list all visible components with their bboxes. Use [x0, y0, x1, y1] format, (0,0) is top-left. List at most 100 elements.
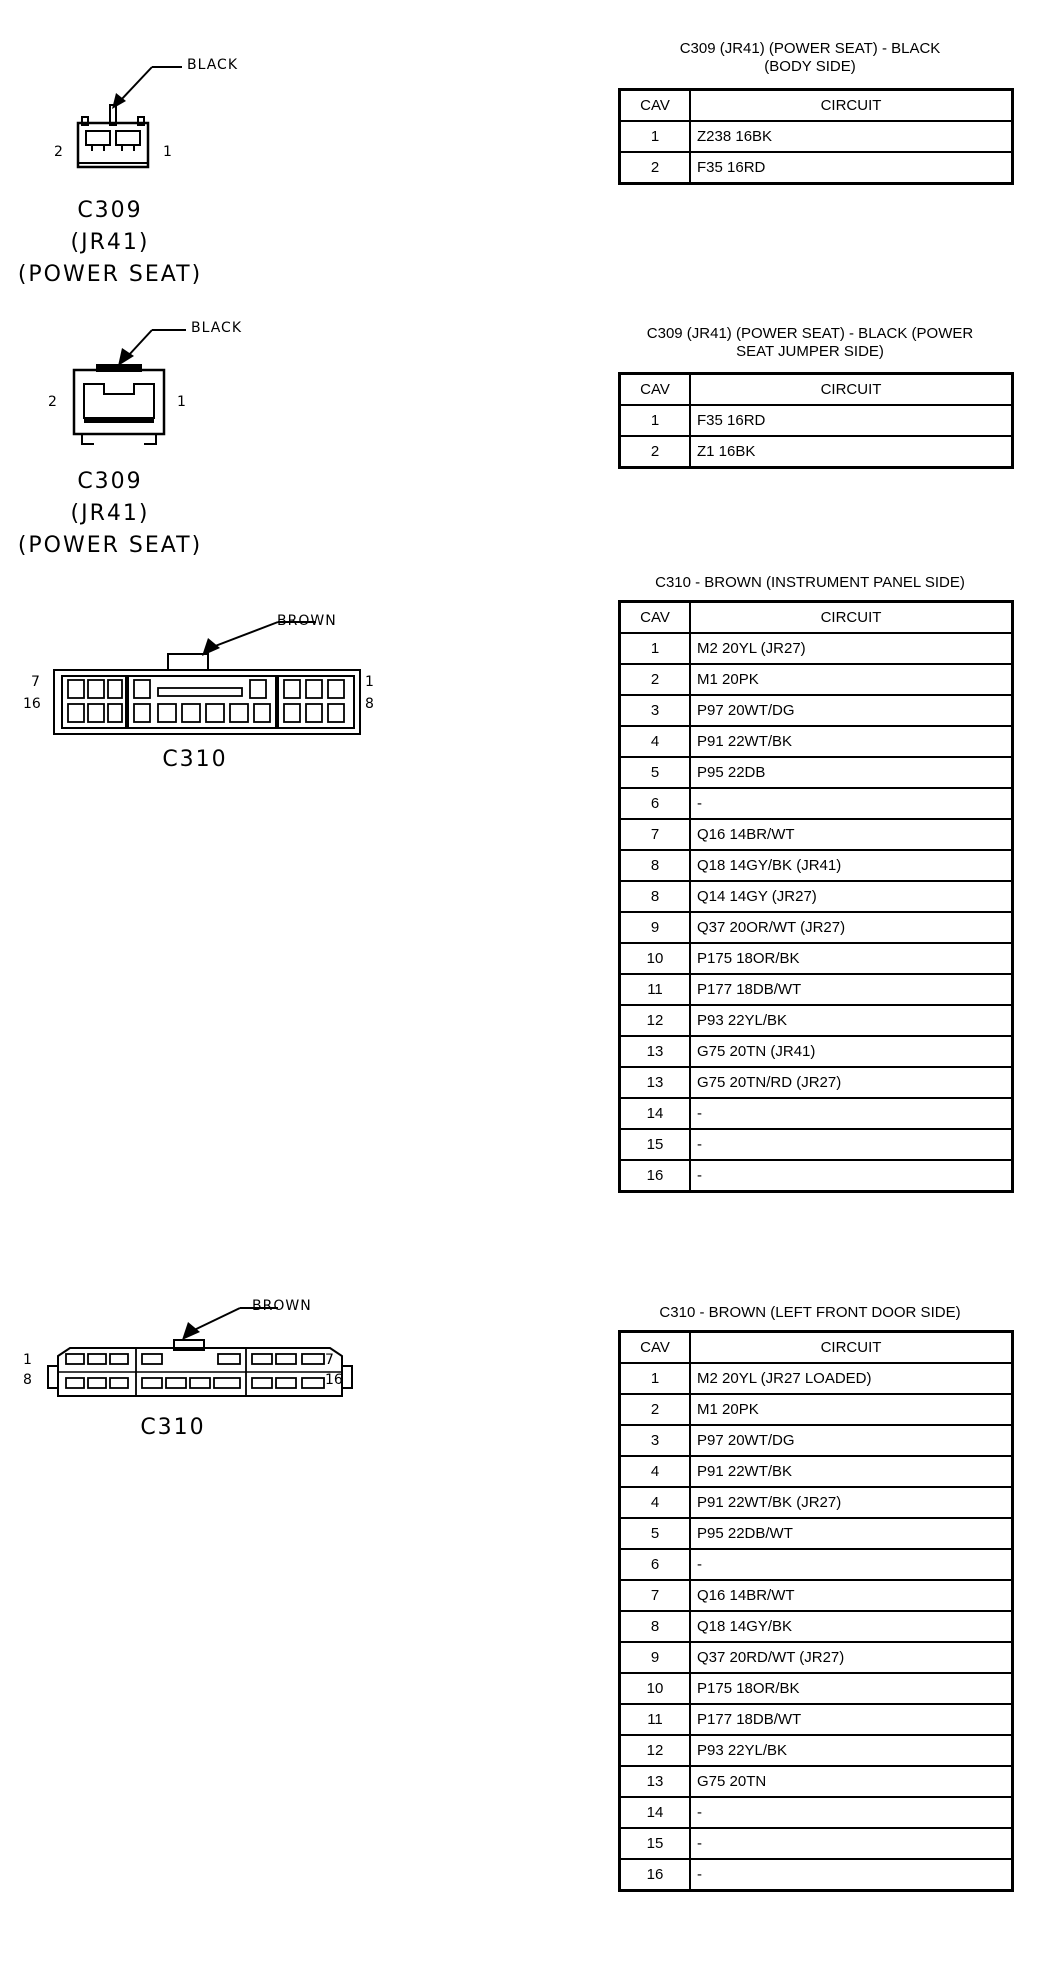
circuit-cell: -	[689, 1796, 1014, 1829]
c309-jumper-pin-1-label: 1	[177, 394, 186, 410]
cav-cell: 13	[618, 1066, 691, 1099]
c310-ip-color-label: BROWN	[277, 613, 337, 629]
circuit-cell: Q18 14GY/BK	[689, 1610, 1014, 1643]
cav-cell: 2	[618, 435, 691, 469]
circuit-cell: Z238 16BK	[689, 120, 1014, 153]
cav-header: CAV	[618, 1330, 691, 1364]
cav-cell: 14	[618, 1796, 691, 1829]
circuit-cell: Q16 14BR/WT	[689, 818, 1014, 851]
title-line: C310 - BROWN (LEFT FRONT DOOR SIDE)	[659, 1304, 961, 1321]
circuit-cell: P177 18DB/WT	[689, 1703, 1014, 1736]
circuit-cell: P93 22YL/BK	[689, 1734, 1014, 1767]
c310-door-pin-8-label: 8	[23, 1372, 32, 1388]
cav-cell: 10	[618, 1672, 691, 1705]
table-row: 14-	[618, 1097, 1014, 1130]
c310-ip-table-title: C310 - BROWN (INSTRUMENT PANEL SIDE)	[600, 574, 1020, 592]
cav-cell: 8	[618, 1610, 691, 1643]
c310-door-connector-name: C310	[108, 1412, 238, 1444]
circuit-cell: P93 22YL/BK	[689, 1004, 1014, 1037]
circuit-cell: Q16 14BR/WT	[689, 1579, 1014, 1612]
cav-cell: 3	[618, 694, 691, 727]
table-row: 16-	[618, 1159, 1014, 1193]
circuit-cell: G75 20TN/RD (JR27)	[689, 1066, 1014, 1099]
cav-cell: 8	[618, 880, 691, 913]
circuit-cell: P97 20WT/DG	[689, 1424, 1014, 1457]
circuit-cell: Q14 14GY (JR27)	[689, 880, 1014, 913]
cav-cell: 10	[618, 942, 691, 975]
circuit-cell: P177 18DB/WT	[689, 973, 1014, 1006]
cav-cell: 4	[618, 1455, 691, 1488]
circuit-cell: P91 22WT/BK (JR27)	[689, 1486, 1014, 1519]
cav-cell: 8	[618, 849, 691, 882]
circuit-cell: G75 20TN (JR41)	[689, 1035, 1014, 1068]
cav-cell: 6	[618, 787, 691, 820]
cav-cell: 11	[618, 1703, 691, 1736]
circuit-cell: -	[689, 1097, 1014, 1130]
c310-door-table-title: C310 - BROWN (LEFT FRONT DOOR SIDE)	[600, 1304, 1020, 1322]
circuit-cell: Q37 20OR/WT (JR27)	[689, 911, 1014, 944]
circuit-cell: -	[689, 1827, 1014, 1860]
c310-door-pin-7-label: 7	[325, 1352, 334, 1368]
name-line: (JR41)	[70, 230, 150, 255]
cav-cell: 4	[618, 1486, 691, 1519]
circuit-cell: P175 18OR/BK	[689, 942, 1014, 975]
c309-jumper-connector-drawing	[72, 329, 186, 445]
cav-header: CAV	[618, 600, 691, 634]
circuit-header: CIRCUIT	[689, 372, 1014, 406]
c310-ip-connector-drawing	[53, 621, 361, 735]
circuit-cell: P175 18OR/BK	[689, 1672, 1014, 1705]
name-line: (POWER SEAT)	[17, 262, 203, 287]
cav-cell: 15	[618, 1827, 691, 1860]
cav-cell: 5	[618, 756, 691, 789]
c309-body-color-label: BLACK	[187, 57, 239, 73]
circuit-cell: M2 20YL (JR27 LOADED)	[689, 1362, 1014, 1395]
cav-cell: 9	[618, 1641, 691, 1674]
cav-cell: 1	[618, 632, 691, 665]
c310-door-connector-drawing	[47, 1307, 353, 1397]
c309-jumper-color-label: BLACK	[191, 320, 243, 336]
cav-cell: 6	[618, 1548, 691, 1581]
circuit-cell: Q18 14GY/BK (JR41)	[689, 849, 1014, 882]
cav-cell: 7	[618, 818, 691, 851]
c310-ip-pin-16-label: 16	[23, 696, 41, 712]
c309-body-pin-2-label: 2	[54, 144, 63, 160]
table-row: 6-	[618, 1548, 1014, 1581]
circuit-cell: Q37 20RD/WT (JR27)	[689, 1641, 1014, 1674]
cav-header: CAV	[618, 88, 691, 122]
circuit-cell: F35 16RD	[689, 404, 1014, 437]
cav-cell: 2	[618, 151, 691, 185]
title-line: C309 (JR41) (POWER SEAT) - BLACK (POWER	[646, 325, 974, 342]
cav-cell: 5	[618, 1517, 691, 1550]
c310-door-pin-1-label: 1	[23, 1352, 32, 1368]
c309-body-pin-1-label: 1	[163, 144, 172, 160]
cav-header: CAV	[618, 372, 691, 406]
circuit-header: CIRCUIT	[689, 1330, 1014, 1364]
cav-cell: 13	[618, 1035, 691, 1068]
c310-ip-pin-7-label: 7	[31, 674, 40, 690]
cav-cell: 12	[618, 1734, 691, 1767]
